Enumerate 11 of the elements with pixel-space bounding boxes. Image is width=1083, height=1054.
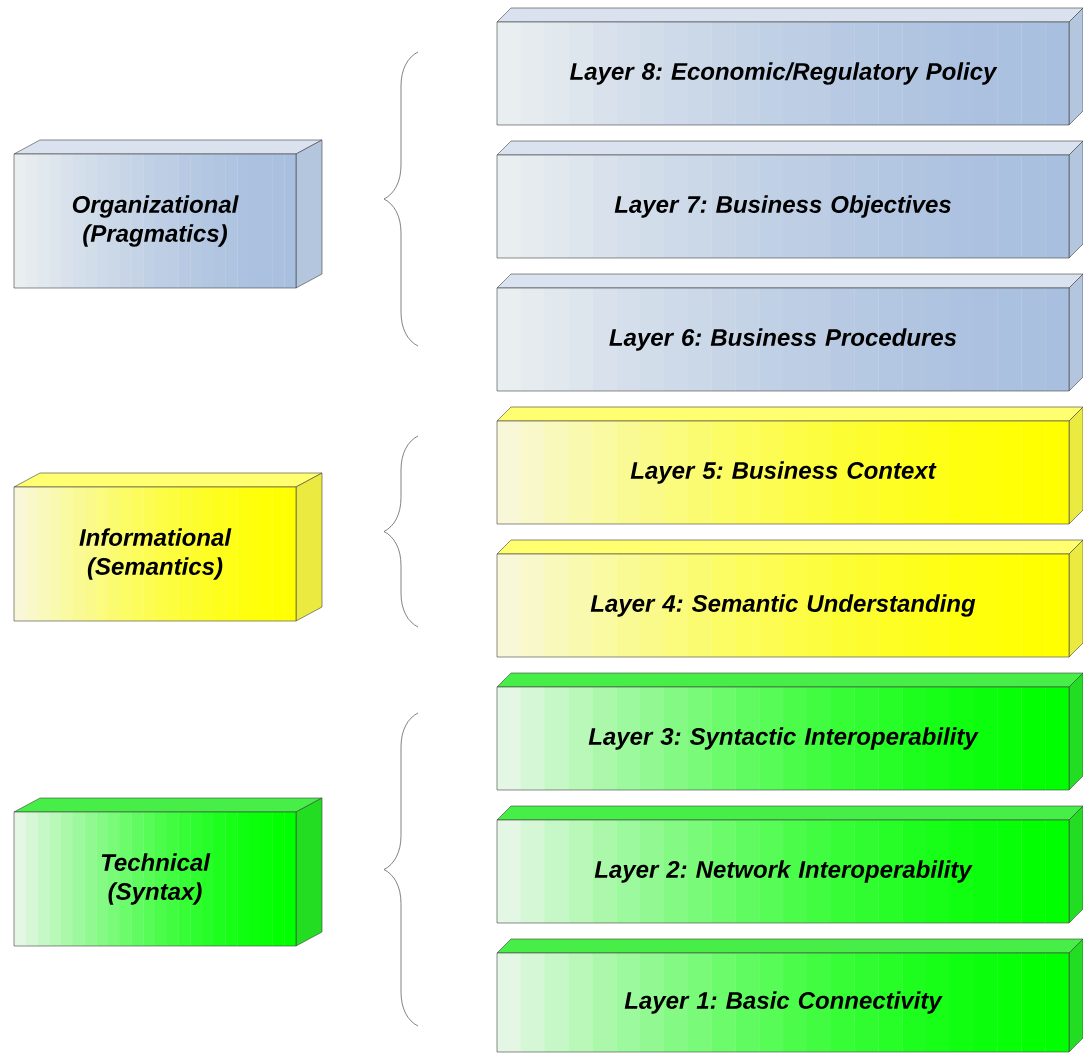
box-3d: Informational (Semantics) bbox=[13, 472, 323, 622]
box-3d: Layer 7: Business Objectives bbox=[496, 140, 1083, 259]
box-3d: Technical (Syntax) bbox=[13, 797, 323, 947]
box-3d: Layer 4: Semantic Understanding bbox=[496, 539, 1083, 658]
box-3d: Layer 3: Syntactic Interoperability bbox=[496, 672, 1083, 791]
box-3d: Layer 6: Business Procedures bbox=[496, 273, 1083, 392]
box-3d: Layer 1: Basic Connectivity bbox=[496, 938, 1083, 1053]
box-3d: Layer 2: Network Interoperability bbox=[496, 805, 1083, 924]
box-3d: Layer 5: Business Context bbox=[496, 406, 1083, 525]
box-3d: Organizational (Pragmatics) bbox=[13, 139, 323, 289]
box-3d: Layer 8: Economic/Regulatory Policy bbox=[496, 7, 1083, 126]
